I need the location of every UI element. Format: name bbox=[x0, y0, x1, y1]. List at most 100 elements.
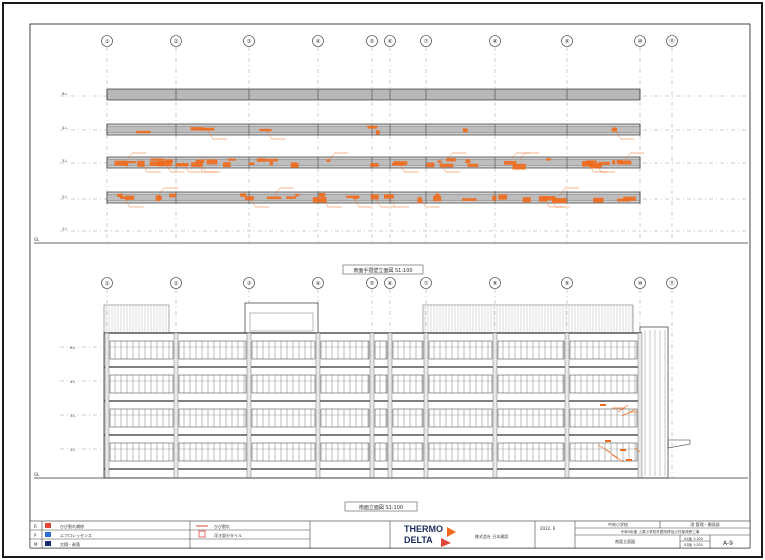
window-frame bbox=[392, 374, 424, 394]
window-frame bbox=[178, 374, 247, 394]
damage-mark bbox=[227, 158, 236, 161]
svg-text:DELTA: DELTA bbox=[404, 535, 433, 545]
damage-leader bbox=[126, 152, 133, 162]
elevation-grid-label: ⑦ bbox=[424, 280, 429, 287]
damage-mark bbox=[586, 160, 597, 166]
damage-mark bbox=[326, 159, 331, 162]
window-frame bbox=[392, 442, 424, 462]
elevation-crack-mark bbox=[605, 449, 619, 459]
column bbox=[637, 332, 643, 479]
plan-grid-bubble bbox=[489, 35, 501, 47]
elevation-level-label: 3.L bbox=[70, 414, 75, 418]
damage-mark bbox=[538, 196, 548, 202]
window-frame bbox=[178, 408, 247, 428]
damage-mark bbox=[590, 163, 600, 169]
damage-mark bbox=[467, 163, 479, 168]
window-frame bbox=[497, 442, 565, 462]
damage-mark bbox=[318, 193, 326, 197]
legend-swatch-navy bbox=[45, 541, 51, 546]
column bbox=[387, 332, 393, 479]
window-frame bbox=[569, 340, 638, 360]
damage-mark bbox=[375, 130, 380, 135]
damage-mark bbox=[266, 196, 282, 200]
elevation-grid-label: ⑧ bbox=[493, 281, 498, 287]
plan-grid-bubble bbox=[312, 35, 324, 47]
damage-mark bbox=[543, 196, 556, 201]
svg-text:ひび割れ: ひび割れ bbox=[214, 523, 230, 529]
damage-mark bbox=[256, 158, 266, 162]
drawing-name-label: 南面立面図 bbox=[615, 538, 635, 544]
damage-mark bbox=[199, 127, 215, 131]
plan-grid-label: ⑤ bbox=[370, 39, 375, 45]
elevation-grid-label: ⑩ bbox=[638, 280, 643, 287]
damage-leader bbox=[265, 127, 272, 140]
elevation-grid-bubble bbox=[666, 277, 678, 289]
damage-leader bbox=[510, 152, 517, 162]
svg-text:欠損・剥落: 欠損・剥落 bbox=[60, 541, 80, 547]
damage-mark bbox=[616, 160, 623, 164]
damage-leader bbox=[419, 195, 426, 208]
window-frame bbox=[320, 442, 370, 462]
damage-mark bbox=[551, 198, 567, 204]
damage-mark bbox=[492, 195, 497, 201]
elevation-crack-mark bbox=[597, 444, 611, 453]
plan-grid-label: ④ bbox=[316, 39, 321, 45]
window-frame bbox=[109, 374, 174, 394]
plan-grid-bubble bbox=[561, 35, 573, 47]
damage-mark bbox=[117, 193, 124, 198]
damage-mark bbox=[522, 197, 531, 203]
svg-text:P: P bbox=[34, 533, 37, 538]
roof-rail-right bbox=[422, 304, 634, 334]
damage-mark bbox=[432, 195, 442, 202]
damage-leader bbox=[388, 195, 396, 208]
scale-1-label: A1版 1:100 bbox=[684, 536, 703, 541]
damage-marks-parapet bbox=[114, 125, 645, 208]
elevation-crack-mark bbox=[634, 447, 641, 453]
damage-mark bbox=[437, 160, 442, 163]
column bbox=[564, 332, 570, 479]
plan-grid-bubble bbox=[666, 35, 678, 47]
plan-grid-bubble bbox=[366, 35, 378, 47]
legend-row-2: P エフロレッセンス bbox=[34, 532, 92, 538]
damage-leader bbox=[206, 127, 214, 140]
elevation-grid-label: ④ bbox=[316, 281, 321, 287]
damage-mark bbox=[176, 163, 189, 166]
elevation-title: 南面立面図 S1:100 bbox=[344, 501, 418, 512]
window-frame bbox=[178, 442, 247, 462]
damage-mark bbox=[462, 128, 468, 133]
elevation-grid-bubble bbox=[170, 277, 182, 289]
damage-mark bbox=[611, 127, 618, 132]
damage-mark bbox=[593, 197, 604, 203]
window-frame bbox=[569, 408, 638, 428]
damage-leader bbox=[518, 152, 526, 162]
elevation-grid-bubble bbox=[384, 277, 396, 289]
window-frame bbox=[392, 408, 424, 428]
damage-mark bbox=[498, 194, 508, 200]
window-frame bbox=[320, 340, 370, 360]
plan-grid-bubble bbox=[170, 35, 182, 47]
damage-mark bbox=[504, 161, 517, 165]
plan-grid-label: ⑧ bbox=[493, 39, 498, 45]
damage-leader bbox=[446, 152, 453, 162]
elevation-level-label: 2.L bbox=[70, 448, 75, 452]
window-frame bbox=[251, 374, 316, 394]
elevation-grid-label: ① bbox=[105, 281, 110, 287]
damage-leader bbox=[273, 187, 281, 197]
window-frame bbox=[569, 374, 638, 394]
date-label: 2022. 6 bbox=[540, 526, 556, 531]
sheet-number: A-9 bbox=[723, 540, 733, 547]
window-frame bbox=[497, 408, 565, 428]
plan-grid-label: ① bbox=[105, 39, 110, 45]
plan-title: 南面手摺壁立面図 S1:100 bbox=[342, 264, 424, 275]
damage-mark bbox=[446, 158, 456, 162]
damage-mark bbox=[426, 162, 435, 168]
damage-mark bbox=[439, 163, 454, 168]
damage-mark bbox=[206, 159, 218, 165]
damage-mark bbox=[114, 160, 127, 166]
company-sub-label: 株式会社 日本建設 bbox=[475, 533, 508, 539]
damage-mark bbox=[617, 160, 632, 165]
column bbox=[246, 332, 252, 479]
plan-grid-label: ⑩ bbox=[638, 38, 643, 45]
damage-mark bbox=[165, 159, 173, 163]
